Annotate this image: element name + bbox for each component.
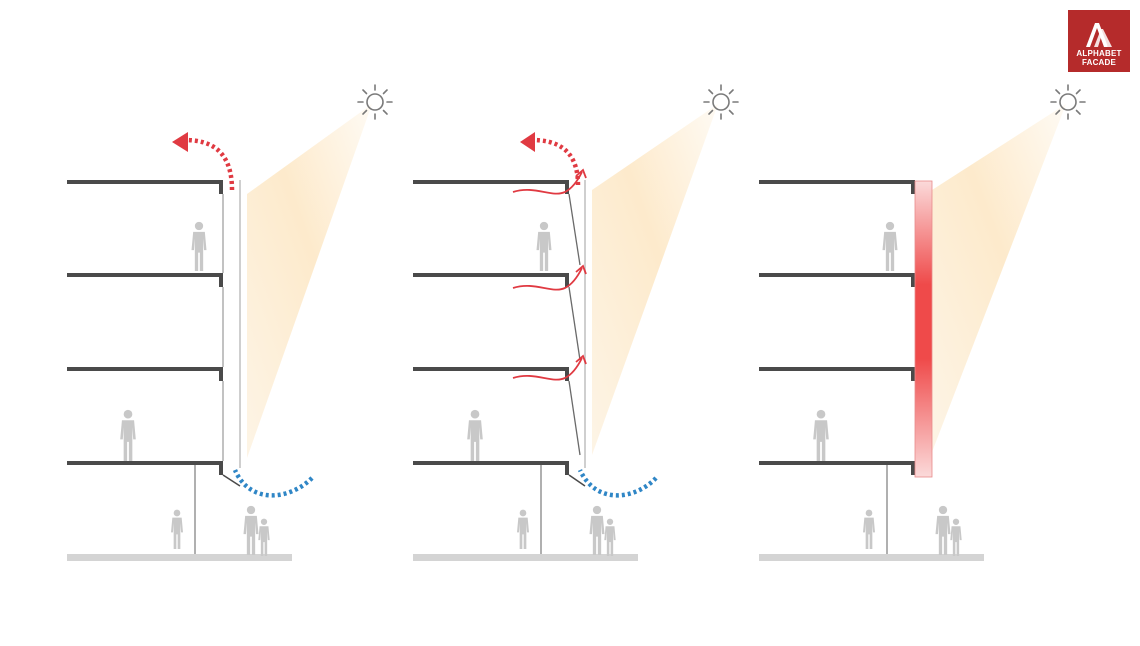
logo-mark-icon — [1086, 23, 1112, 47]
sun-icon — [357, 84, 393, 120]
ground-slab — [67, 554, 292, 561]
floor-slab — [759, 461, 915, 465]
floor-slab — [413, 461, 569, 465]
heated-facade-panel — [914, 180, 933, 478]
column — [540, 465, 542, 554]
floor-slab — [759, 273, 915, 277]
person-icon — [589, 505, 605, 555]
slab-edge — [911, 273, 915, 287]
brand-logo: ALPHABET FACADE — [1068, 10, 1130, 72]
slab-edge — [911, 180, 915, 194]
person-icon — [935, 505, 951, 555]
floor-slab — [67, 180, 223, 184]
person-icon — [191, 221, 207, 271]
sunbeam — [592, 104, 718, 455]
slab-edge — [565, 367, 569, 381]
person-icon — [863, 509, 875, 549]
warm-air-arrow-icon — [184, 137, 235, 191]
person-icon — [604, 518, 616, 556]
column — [194, 465, 196, 554]
panel-double-skin-floor-ventilation — [413, 84, 739, 561]
slab-edge — [219, 273, 223, 287]
floor-slab — [67, 461, 223, 465]
slab-edge — [565, 180, 569, 194]
sunbeam — [932, 104, 1066, 452]
floor-exhaust-arrows — [512, 168, 587, 381]
slab-edge — [219, 367, 223, 381]
warm-air-arrowhead — [520, 132, 535, 152]
slab-edge — [911, 461, 915, 475]
floor-exhaust-arrow-icon — [512, 171, 583, 195]
person-icon — [120, 409, 136, 461]
floor-slab — [67, 273, 223, 277]
floor-slab — [67, 367, 223, 371]
cool-air-arrow-icon — [577, 468, 658, 498]
brand-line-1: ALPHABET — [1076, 49, 1122, 58]
floor-exhaust-arrowhead — [575, 264, 587, 275]
slab-edge — [565, 461, 569, 475]
column — [886, 465, 888, 554]
slab-edge — [565, 273, 569, 287]
floor-exhaust-arrowhead — [575, 168, 587, 179]
floor-slab — [413, 367, 569, 371]
sun-icon — [1050, 84, 1086, 120]
warm-air-arrow-icon — [531, 137, 581, 186]
floor-slabs — [759, 180, 915, 475]
sun-icon — [703, 84, 739, 120]
person-icon — [813, 409, 829, 461]
facade-base-bracket — [222, 474, 241, 487]
warm-air-arrowhead — [172, 132, 188, 152]
person-icon — [536, 221, 552, 271]
floor-slab — [413, 180, 569, 184]
floor-slab — [413, 273, 569, 277]
panel-solid-heated-facade — [759, 84, 1086, 561]
panel-double-skin-stack-ventilation — [67, 84, 393, 561]
person-icon — [258, 518, 270, 556]
floor-slab — [759, 180, 915, 184]
ground-slab — [759, 554, 984, 561]
slab-edge — [219, 180, 223, 194]
person-icon — [243, 505, 259, 555]
floor-slab — [759, 367, 915, 371]
slab-edge — [219, 461, 223, 475]
facade-base-bracket — [568, 474, 586, 487]
floor-exhaust-arrowhead — [575, 354, 587, 365]
sunbeam — [247, 104, 372, 458]
person-icon — [950, 518, 962, 556]
slab-edge — [911, 367, 915, 381]
person-icon — [171, 509, 183, 549]
floor-exhaust-arrow-icon — [512, 357, 583, 381]
floor-exhaust-arrow-icon — [512, 267, 583, 291]
person-icon — [467, 409, 483, 461]
floor-slabs — [413, 180, 569, 475]
cool-air-arrow-icon — [232, 469, 314, 498]
ground-slab — [413, 554, 638, 561]
person-icon — [517, 509, 529, 549]
person-icon — [882, 221, 898, 271]
brand-line-2: FACADE — [1081, 58, 1117, 67]
floor-slabs — [67, 180, 223, 475]
